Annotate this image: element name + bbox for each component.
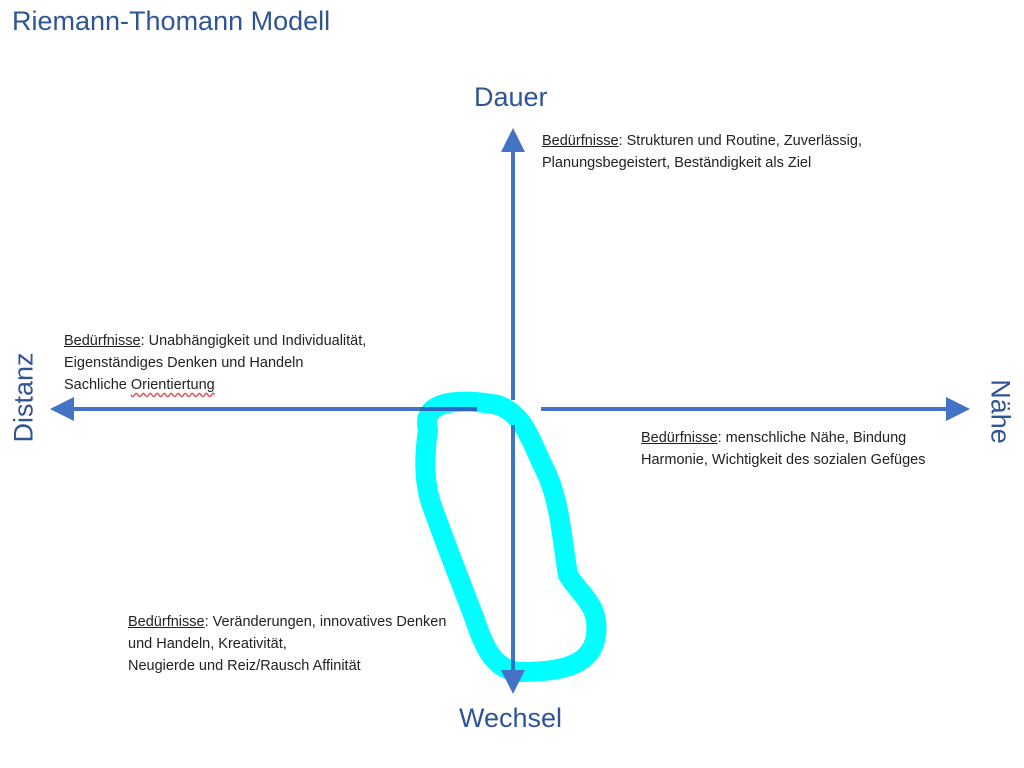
axis-label-naehe: Nähe xyxy=(985,379,1016,444)
axis-label-distanz: Distanz xyxy=(8,352,39,443)
axis-label-dauer: Dauer xyxy=(474,82,548,112)
quadrant-text-naehe: Bedürfnisse: menschliche Nähe, Bindung H… xyxy=(641,427,926,471)
text-line: Sachliche xyxy=(64,377,131,393)
needs-label: Bedürfnisse xyxy=(128,614,205,630)
text-line: Planungsbegeistert, Beständigkeit als Zi… xyxy=(542,155,812,171)
quadrant-text-distanz: Bedürfnisse: Unabhängigkeit und Individu… xyxy=(64,330,366,396)
quadrant-text-dauer: Bedürfnisse: Strukturen und Routine, Zuv… xyxy=(542,130,862,174)
text-line: Eigenständiges Denken und Handeln xyxy=(64,355,304,371)
text-line: Harmonie, Wichtigkeit des sozialen Gefüg… xyxy=(641,452,926,468)
text-line: : Unabhängigkeit und Individualität, xyxy=(140,333,367,349)
text-line: : Veränderungen, innovatives Denken xyxy=(204,614,447,630)
highlight-loop xyxy=(415,391,607,682)
needs-label: Bedürfnisse xyxy=(64,333,141,349)
quadrant-text-wechsel: Bedürfnisse: Veränderungen, innovatives … xyxy=(128,611,446,677)
page-title: Riemann-Thomann Modell xyxy=(12,6,331,36)
needs-label: Bedürfnisse xyxy=(542,133,619,149)
needs-label: Bedürfnisse xyxy=(641,430,718,446)
text-line: und Handeln, Kreativität, xyxy=(128,636,287,652)
text-line: : menschliche Nähe, Bindung xyxy=(717,430,907,446)
misspelled-word: Orientiertung xyxy=(130,377,215,393)
axis-label-wechsel: Wechsel xyxy=(459,703,563,733)
text-line: Neugierde und Reiz/Rausch Affinität xyxy=(128,658,361,674)
text-line: : Strukturen und Routine, Zuverlässig, xyxy=(618,133,862,149)
